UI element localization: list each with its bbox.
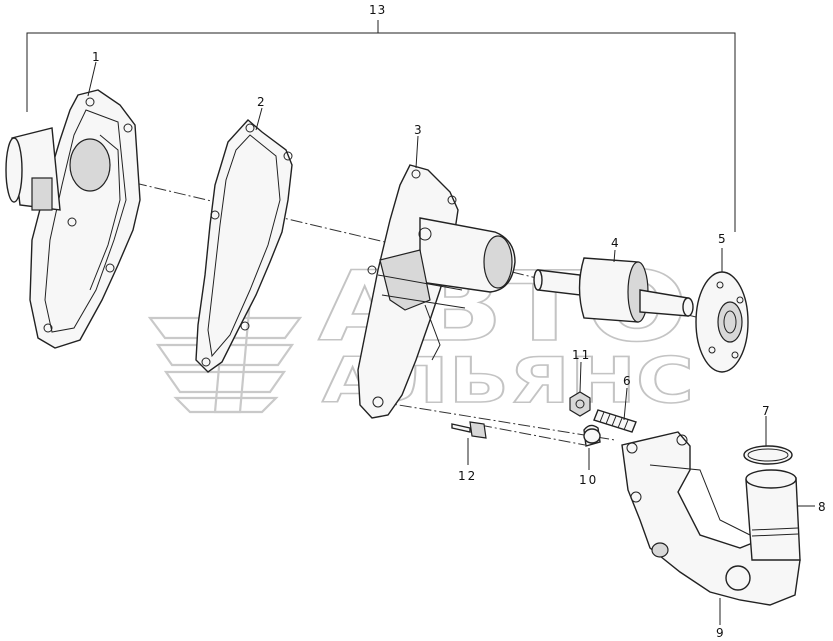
callout-10: 10 — [579, 473, 598, 487]
callout-4: 4 — [611, 236, 619, 250]
assembly-bracket — [26, 20, 736, 232]
callout-8: 8 — [818, 500, 826, 514]
leader-lines — [87, 61, 815, 625]
bolt-part-12 — [451, 421, 487, 439]
stud-part-6 — [593, 409, 637, 433]
plug-part-10 — [583, 424, 601, 447]
callout-11: 11 — [572, 348, 591, 362]
shaft-bearing-part-4 — [533, 257, 694, 323]
callout-12: 12 — [458, 469, 477, 483]
callout-1: 1 — [92, 50, 100, 64]
outlet-pipe-part-9 — [621, 431, 801, 606]
clamp-part-7 — [743, 445, 793, 465]
gasket-part-2 — [195, 119, 293, 373]
callout-7: 7 — [762, 404, 770, 418]
hose-part-8 — [745, 469, 801, 561]
pump-cover-part-1 — [5, 89, 141, 349]
callout-2: 2 — [257, 95, 265, 109]
callout-labels: 1 2 3 4 5 6 7 8 9 10 11 12 13 — [92, 3, 826, 640]
nut-part-11 — [569, 391, 591, 417]
pump-housing-part-3 — [357, 164, 516, 419]
callout-5: 5 — [718, 232, 726, 246]
callout-13: 13 — [369, 3, 386, 17]
callout-6: 6 — [623, 374, 631, 388]
callout-9: 9 — [716, 626, 724, 640]
callout-3: 3 — [414, 123, 422, 137]
pulley-hub-part-5 — [695, 271, 749, 373]
